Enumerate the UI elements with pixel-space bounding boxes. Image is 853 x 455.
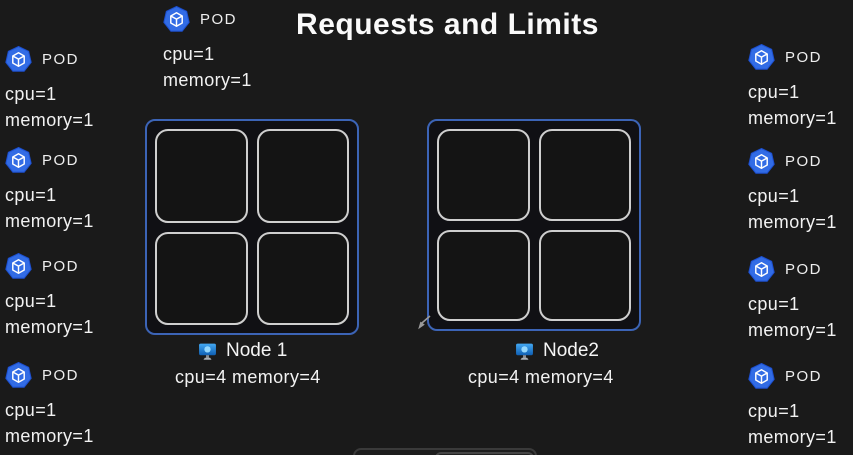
pod-header: POD — [748, 363, 837, 390]
pod-block-left-1: POD cpu=1 memory=1 — [5, 46, 94, 133]
node1-slot-2 — [256, 129, 349, 223]
pod-label: POD — [785, 368, 823, 385]
kubernetes-pod-icon — [748, 363, 775, 390]
pod-label: POD — [42, 258, 80, 275]
kubernetes-pod-icon — [5, 362, 32, 389]
node2-caption: Node2 — [515, 340, 599, 362]
kubernetes-pod-icon — [748, 148, 775, 175]
pod-cpu-text: cpu=1 — [748, 186, 800, 206]
pod-cpu-text: cpu=1 — [5, 291, 57, 311]
pod-cpu-text: cpu=1 — [163, 44, 215, 64]
pod-block-top: POD cpu=1 memory=1 — [163, 6, 252, 93]
kubernetes-pod-icon — [5, 147, 32, 174]
pod-memory-text: memory=1 — [5, 211, 94, 231]
monitor-icon — [198, 342, 217, 361]
pod-header: POD — [5, 253, 94, 280]
pod-label: POD — [785, 261, 823, 278]
pod-memory-text: memory=1 — [5, 317, 94, 337]
pod-memory-text: memory=1 — [748, 320, 837, 340]
node1-caption: Node 1 — [198, 340, 287, 362]
pod-block-right-2: POD cpu=1 memory=1 — [748, 148, 837, 235]
node2-slot-4 — [538, 229, 631, 321]
pod-header: POD — [5, 46, 94, 73]
pod-label: POD — [785, 49, 823, 66]
bottom-overlay-outer — [353, 448, 537, 455]
pod-cpu-text: cpu=1 — [5, 185, 57, 205]
pod-header: POD — [748, 44, 837, 71]
pod-memory-text: memory=1 — [5, 426, 94, 446]
node2-slot-2 — [538, 129, 631, 221]
pod-label: POD — [42, 51, 80, 68]
pod-cpu-text: cpu=1 — [5, 84, 57, 104]
pod-cpu-text: cpu=1 — [748, 294, 800, 314]
pod-header: POD — [163, 6, 252, 33]
pod-block-left-2: POD cpu=1 memory=1 — [5, 147, 94, 234]
node1-name: Node 1 — [226, 340, 288, 361]
kubernetes-pod-icon — [748, 256, 775, 283]
pod-label: POD — [200, 11, 238, 28]
pod-block-left-3: POD cpu=1 memory=1 — [5, 253, 94, 340]
pod-label: POD — [785, 153, 823, 170]
pod-memory-text: memory=1 — [163, 70, 252, 90]
kubernetes-pod-icon — [163, 6, 190, 33]
pod-block-right-3: POD cpu=1 memory=1 — [748, 256, 837, 343]
pod-label: POD — [42, 367, 80, 384]
node1-resources: cpu=4 memory=4 — [175, 367, 321, 387]
node2-name: Node2 — [543, 340, 599, 361]
pod-memory-text: memory=1 — [748, 108, 837, 128]
pod-memory-text: memory=1 — [748, 427, 837, 447]
pod-label: POD — [42, 152, 80, 169]
pod-header: POD — [748, 148, 837, 175]
node1-slot-4 — [256, 231, 349, 325]
pod-header: POD — [5, 362, 94, 389]
pod-block-right-1: POD cpu=1 memory=1 — [748, 44, 837, 131]
pod-header: POD — [748, 256, 837, 283]
pod-cpu-text: cpu=1 — [5, 400, 57, 420]
pod-memory-text: memory=1 — [748, 212, 837, 232]
node1-slot-3 — [155, 231, 248, 325]
pod-cpu-text: cpu=1 — [748, 82, 800, 102]
node2-box — [427, 119, 641, 331]
mouse-pointer-icon — [418, 315, 431, 330]
node1-slot-1 — [155, 129, 248, 223]
pod-header: POD — [5, 147, 94, 174]
pod-block-right-4: POD cpu=1 memory=1 — [748, 363, 837, 450]
monitor-icon — [515, 342, 534, 361]
node2-slot-3 — [437, 229, 530, 321]
pod-memory-text: memory=1 — [5, 110, 94, 130]
pod-block-left-4: POD cpu=1 memory=1 — [5, 362, 94, 449]
kubernetes-pod-icon — [5, 46, 32, 73]
node2-resources: cpu=4 memory=4 — [468, 367, 614, 387]
node2-slot-1 — [437, 129, 530, 221]
page-title: Requests and Limits — [296, 8, 599, 41]
node1-box — [145, 119, 359, 335]
kubernetes-pod-icon — [748, 44, 775, 71]
pod-cpu-text: cpu=1 — [748, 401, 800, 421]
kubernetes-pod-icon — [5, 253, 32, 280]
